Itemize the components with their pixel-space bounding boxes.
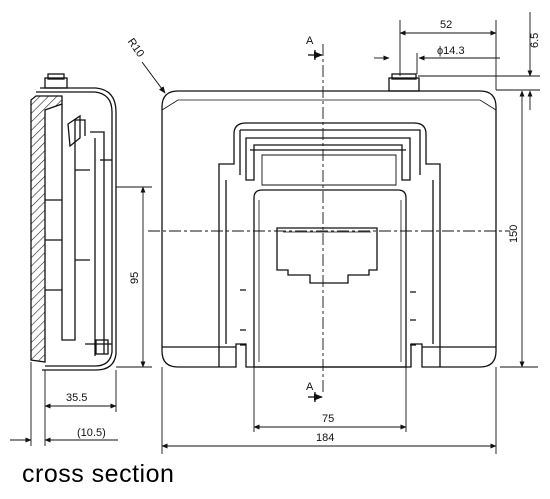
center-lines — [148, 44, 510, 392]
dim-75: 75 — [322, 413, 334, 425]
dim-95: 95 — [129, 272, 141, 284]
section-label-top: A — [306, 35, 314, 47]
section-label-bottom: A — [306, 381, 314, 393]
dim-10-5: (10.5) — [77, 427, 106, 439]
section-marker-top — [308, 50, 323, 60]
dimension-lines — [10, 12, 540, 454]
caption: cross section — [22, 460, 175, 488]
radius-label: R10 — [125, 36, 146, 59]
dim-phi-14-3: ϕ14.3 — [437, 45, 465, 57]
radius-leader — [141, 61, 166, 94]
side-section-view — [30, 73, 117, 371]
dim-6-5: 6.5 — [529, 33, 541, 48]
dim-52: 52 — [440, 19, 452, 31]
front-view — [161, 73, 497, 368]
dim-150: 150 — [508, 225, 520, 243]
dim-184: 184 — [316, 432, 334, 444]
dim-35-5: 35.5 — [66, 392, 87, 404]
hatched-wall — [30, 95, 63, 363]
outer-body — [161, 90, 497, 368]
connector-cutout — [276, 227, 378, 284]
section-marker-bottom — [308, 392, 323, 402]
